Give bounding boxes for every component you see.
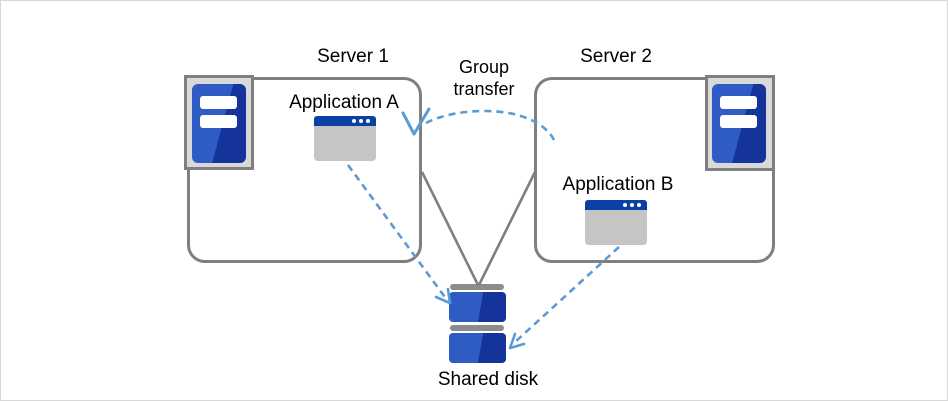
server1-label: Server 1 [317, 46, 389, 67]
shared-disk-label: Shared disk [437, 369, 539, 390]
app-window-dots-icon [623, 203, 641, 207]
server2-label: Server 2 [580, 46, 652, 67]
server-drive-slot [200, 96, 237, 109]
shared-disk-icon [450, 284, 504, 290]
app-window-body [314, 126, 376, 161]
server1-to-disk-line [420, 171, 480, 286]
app-a-arrowhead-icon [434, 287, 452, 305]
shared-disk-icon [449, 292, 506, 322]
app-window-titlebar [585, 200, 647, 210]
application-b-window-icon [585, 200, 647, 245]
server1-tower-icon [184, 75, 254, 170]
server-tower-body [192, 84, 246, 163]
application-a-window-icon [314, 116, 376, 161]
shared-disk-icon [450, 325, 504, 331]
app-b-arrowhead-icon [508, 332, 526, 350]
app-window-dots-icon [352, 119, 370, 123]
server2-to-disk-line [477, 171, 537, 286]
app-window-titlebar [314, 116, 376, 126]
shared-disk-icon [449, 333, 506, 363]
server-drive-slot [200, 115, 237, 128]
application-a-label: Application A [289, 92, 399, 113]
server-drive-slot [720, 115, 757, 128]
server2-tower-icon [705, 75, 775, 171]
server-tower-body [712, 84, 766, 163]
application-b-label: Application B [562, 174, 674, 195]
server-drive-slot [720, 96, 757, 109]
group-transfer-label: Group transfer [453, 57, 515, 99]
app-window-body [585, 210, 647, 245]
